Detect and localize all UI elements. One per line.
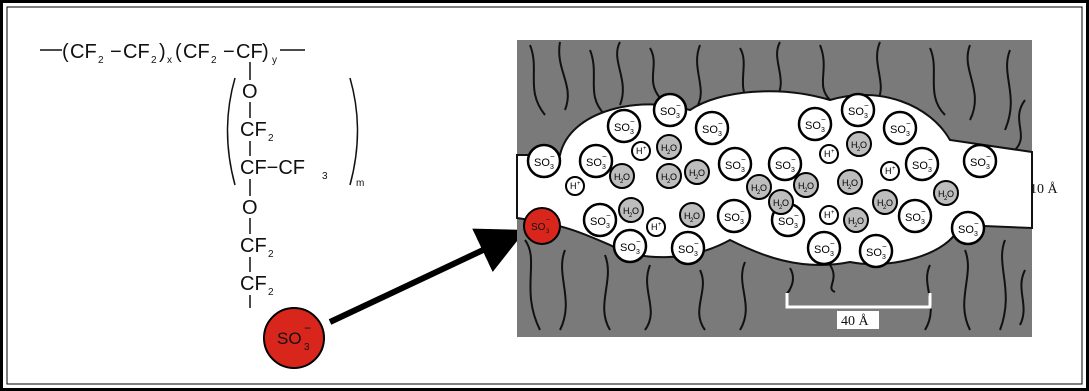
h2o-5 xyxy=(684,159,710,185)
backbone-sub-y: y xyxy=(272,55,277,66)
so3-11 xyxy=(904,146,940,182)
so3-21 xyxy=(950,210,986,246)
bracket-open-y: ( xyxy=(175,41,182,63)
bracket-m-left xyxy=(226,77,236,186)
sulfonate-highlight-large: SO 3 − xyxy=(263,307,325,369)
bracket-close-y: ) xyxy=(262,41,269,63)
backbone-cf: CF xyxy=(236,41,263,63)
h2o-3 xyxy=(656,163,682,189)
backbone-sub-2: 2 xyxy=(151,55,157,66)
so3-6 xyxy=(717,146,753,182)
svg-text:3: 3 xyxy=(546,229,550,235)
h2o-9 xyxy=(793,172,819,198)
so3-10 xyxy=(882,110,918,146)
side-chain-sub-5: 2 xyxy=(268,287,274,298)
dimension-10a: 10 Å xyxy=(1005,153,1059,224)
side-chain-cf2-3: CF xyxy=(240,273,267,295)
side-chain-o-1: O xyxy=(242,81,258,103)
h-plus-2 xyxy=(565,176,585,196)
side-chain-cf-cf3: CF−CF xyxy=(240,157,305,179)
backbone-sub-3: 2 xyxy=(211,55,217,66)
backbone-cf2-2: CF xyxy=(123,41,150,63)
side-chain-sub-3: 3 xyxy=(322,171,328,182)
h2o-1 xyxy=(609,163,635,189)
h-plus-4 xyxy=(819,144,839,164)
so3-16 xyxy=(716,198,752,234)
so3-4 xyxy=(652,92,688,128)
svg-text:3: 3 xyxy=(304,342,310,353)
backbone-dash-2: − xyxy=(223,41,235,63)
so3-12 xyxy=(962,143,998,179)
so3-5 xyxy=(694,110,730,146)
h2o-11 xyxy=(846,131,872,157)
svg-text:−: − xyxy=(546,217,550,224)
backbone-cf2-1: CF xyxy=(70,41,97,63)
h-plus-5 xyxy=(880,161,900,181)
bracket-open-x: ( xyxy=(62,41,69,63)
so3-9 xyxy=(840,92,876,128)
so3-15 xyxy=(670,230,706,266)
h-plus-3 xyxy=(646,217,666,237)
sulfonate-highlight-small: SO 3 − xyxy=(523,207,561,245)
bracket-m-right xyxy=(349,77,359,186)
so3-18 xyxy=(806,230,842,266)
inner-border xyxy=(6,6,1083,385)
backbone-sub-1: 2 xyxy=(98,55,104,66)
so3-8 xyxy=(797,106,833,142)
label-10a: 10 Å xyxy=(1030,181,1059,197)
h-plus-6 xyxy=(819,205,839,225)
so3-3 xyxy=(606,108,642,144)
side-chain-cf2-1: CF xyxy=(240,119,267,141)
sulfonate-large-label: SO xyxy=(277,329,302,348)
side-chain-sub-4: 2 xyxy=(268,249,274,260)
so3-19 xyxy=(858,233,894,269)
so3-7 xyxy=(767,146,803,182)
side-chain-sub-m: m xyxy=(356,178,364,189)
h2o-8 xyxy=(768,189,794,215)
h2o-6 xyxy=(679,202,705,228)
polymer-structure: ( CF 2 − CF 2 ) x ( CF 2 − CF ) y O CF 2… xyxy=(40,41,364,308)
so3-13 xyxy=(582,202,618,238)
side-chain-cf2-2: CF xyxy=(240,235,267,257)
h2o-12 xyxy=(872,189,898,215)
side-chain-sub-1: 2 xyxy=(268,133,274,144)
h2o-13 xyxy=(843,207,869,233)
svg-text:SO: SO xyxy=(531,222,546,233)
connection-arrow xyxy=(328,228,526,325)
bracket-close-x: ) xyxy=(159,41,166,63)
h2o-14 xyxy=(933,180,959,206)
side-chain-o-2: O xyxy=(242,197,258,219)
svg-text:−: − xyxy=(304,321,311,335)
h-plus-1 xyxy=(631,141,651,161)
h2o-7 xyxy=(746,174,772,200)
label-40a: 40 Å xyxy=(841,313,870,329)
so3-2 xyxy=(578,143,614,179)
so3-1 xyxy=(526,143,562,179)
dimension-40a: 40 Å xyxy=(785,293,932,329)
so3-20 xyxy=(897,198,933,234)
backbone-dash-1: − xyxy=(110,41,122,63)
h2o-2 xyxy=(618,197,644,223)
backbone-cf2-3: CF xyxy=(183,41,210,63)
h2o-10 xyxy=(837,169,863,195)
backbone-sub-x: x xyxy=(167,55,172,66)
h2o-4 xyxy=(656,134,682,160)
so3-14 xyxy=(612,228,648,264)
